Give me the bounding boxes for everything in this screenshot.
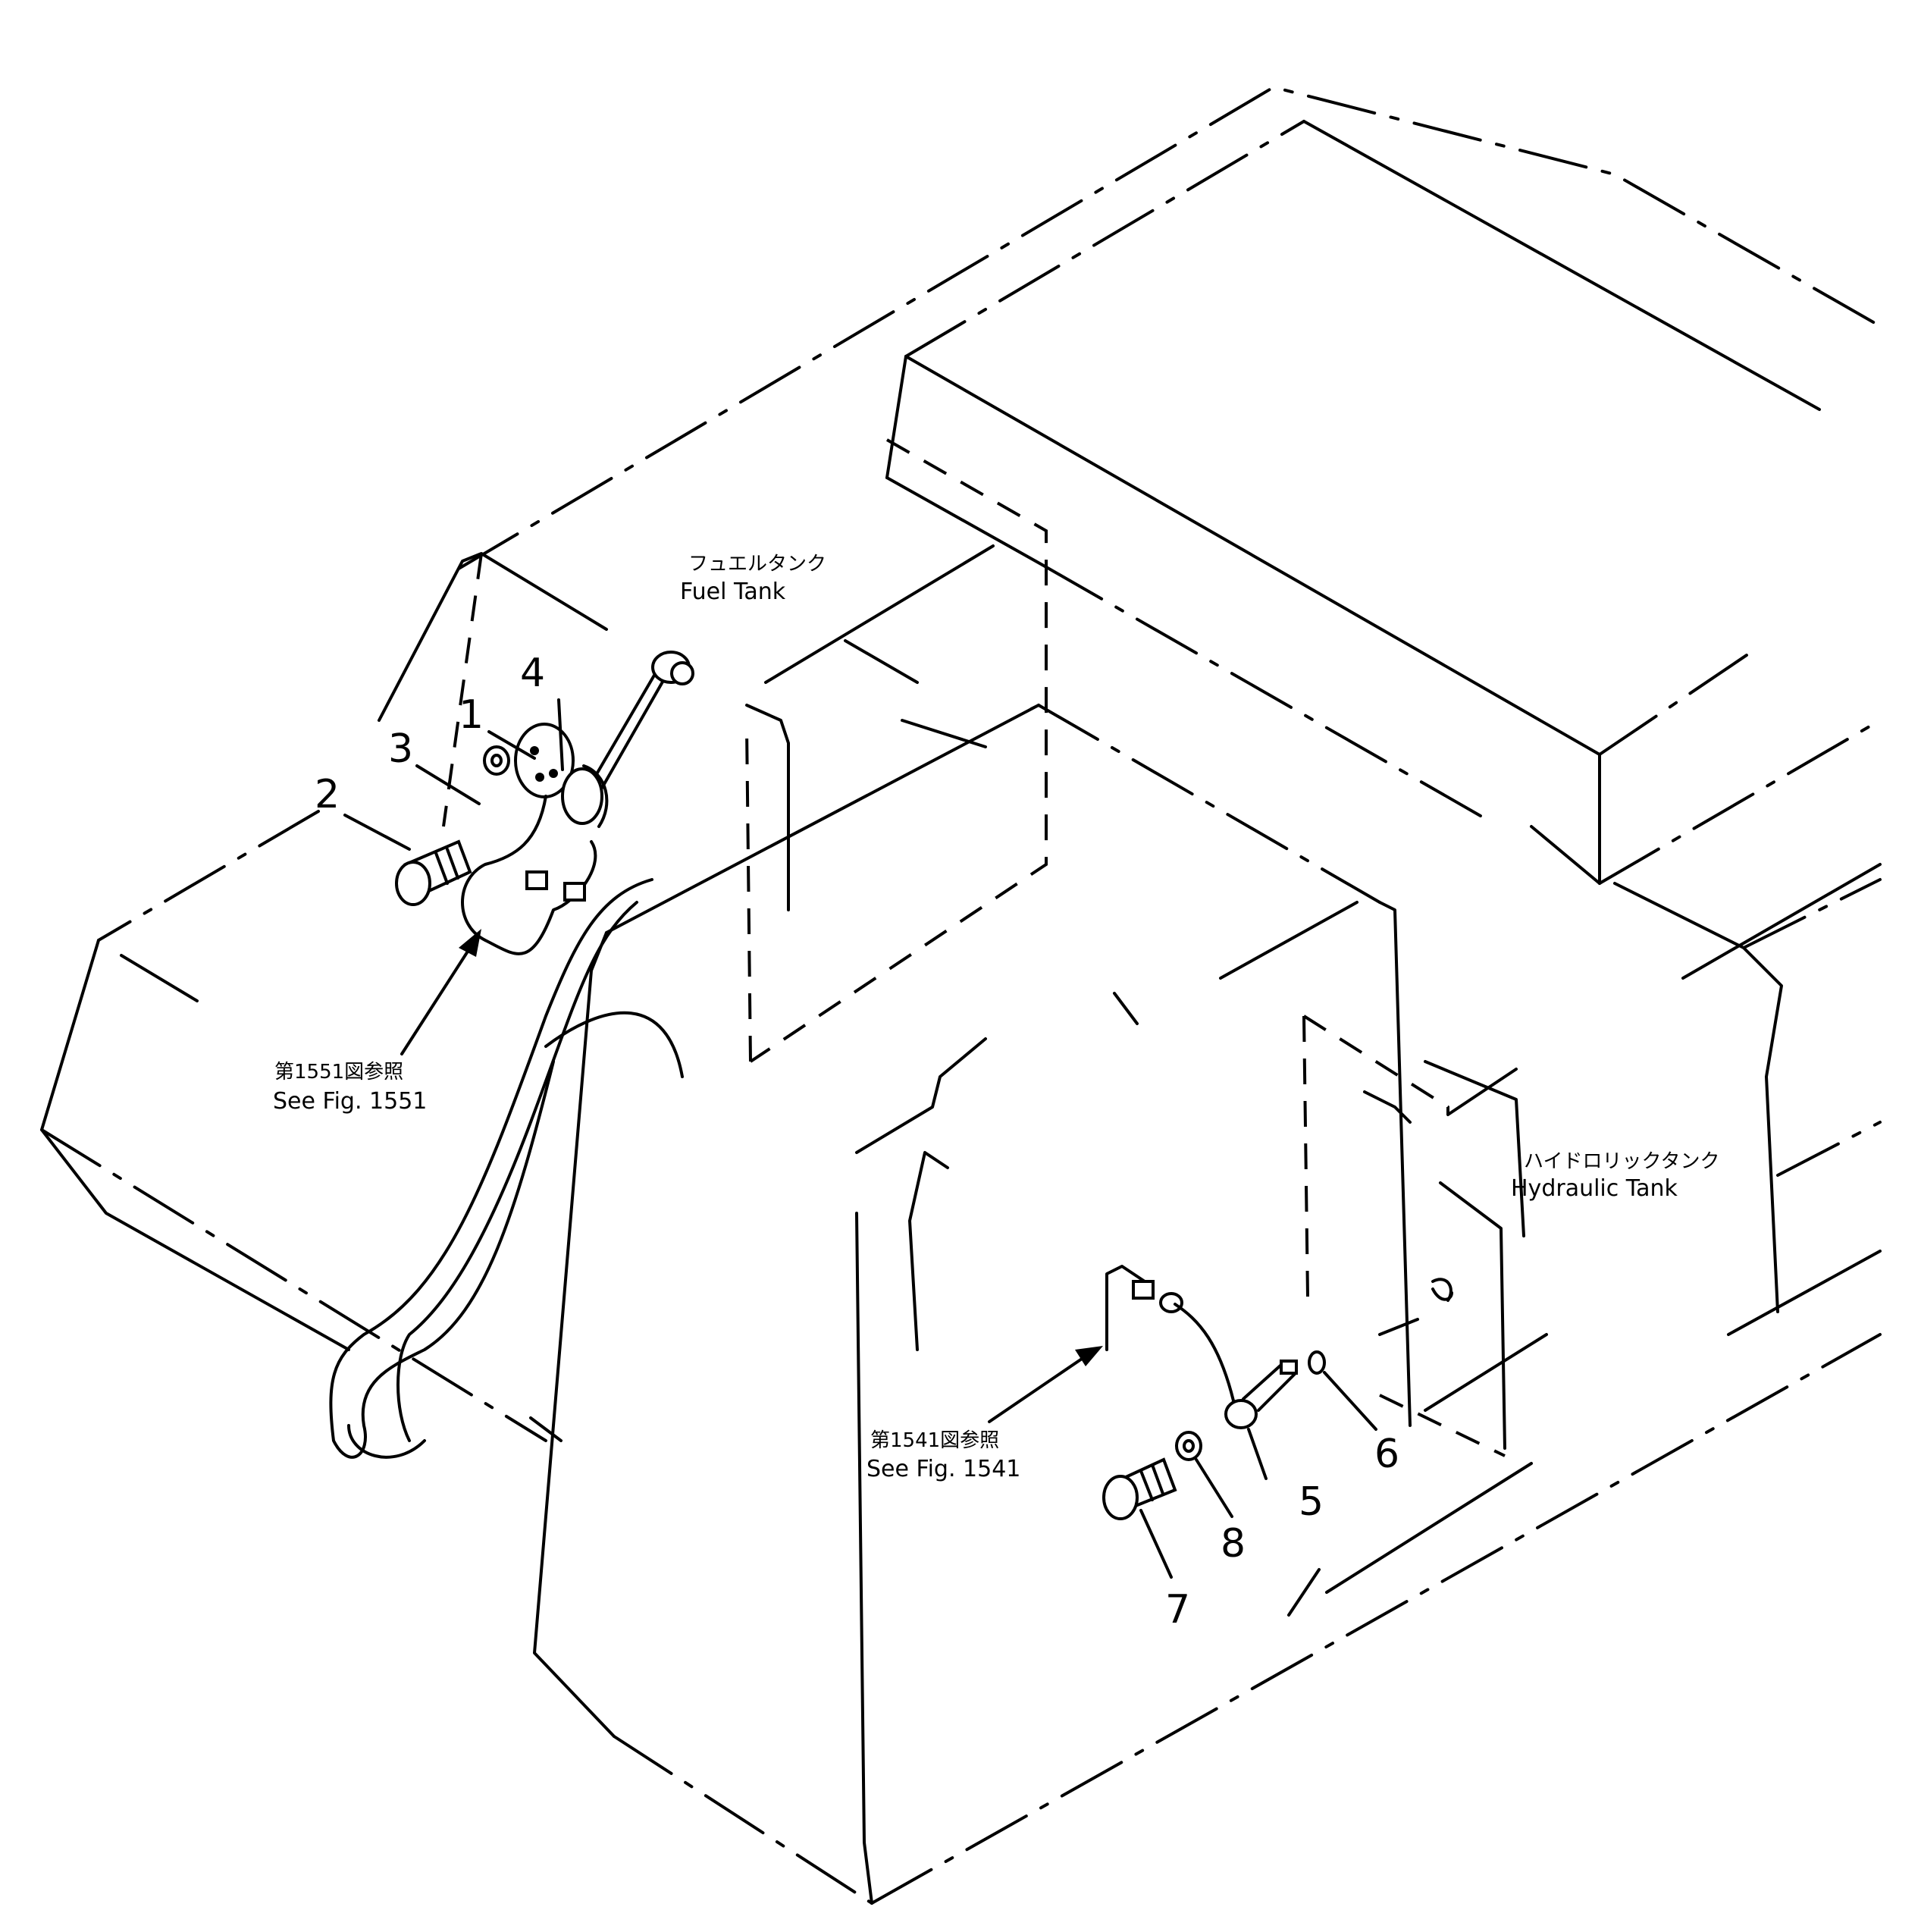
see-fig-1541-en: See Fig. 1541 xyxy=(866,1456,1020,1482)
callout-2: 2 xyxy=(315,772,340,817)
callout-5: 5 xyxy=(1299,1479,1324,1525)
hydraulic-tank-label-jp: ハイドロリックタンク xyxy=(1524,1150,1719,1173)
callout-3: 3 xyxy=(388,726,413,772)
callout-7: 7 xyxy=(1165,1587,1190,1632)
left-frame-outline xyxy=(40,810,563,1442)
see-fig-1551-en: See Fig. 1551 xyxy=(273,1088,427,1115)
callout-8: 8 xyxy=(1221,1521,1246,1567)
washer-3 xyxy=(483,745,510,776)
main-box-outline xyxy=(533,704,1882,1905)
callout-4: 4 xyxy=(520,651,545,696)
callout-1: 1 xyxy=(459,692,484,738)
hydraulic-tank-label-en: Hydraulic Tank xyxy=(1511,1175,1678,1202)
hose-assembly xyxy=(329,878,684,1459)
leader-lines xyxy=(343,698,1377,1579)
callout-6: 6 xyxy=(1374,1432,1399,1477)
upper-frame-outline xyxy=(457,85,1882,1336)
fuel-tank-label-en: Fuel Tank xyxy=(680,579,786,605)
see-fig-1551-jp: 第1551図参照 xyxy=(274,1061,403,1084)
hydraulic-sensor-parts xyxy=(1102,1265,1453,1520)
fuel-tank-label-jp: フュエルタンク xyxy=(688,553,826,576)
sensor-body xyxy=(1224,1399,1258,1429)
fuel-tank-outline xyxy=(378,438,1048,1063)
fuel-gauge-parts xyxy=(395,651,694,955)
see-fig-1541-jp: 第1541図参照 xyxy=(870,1429,999,1452)
